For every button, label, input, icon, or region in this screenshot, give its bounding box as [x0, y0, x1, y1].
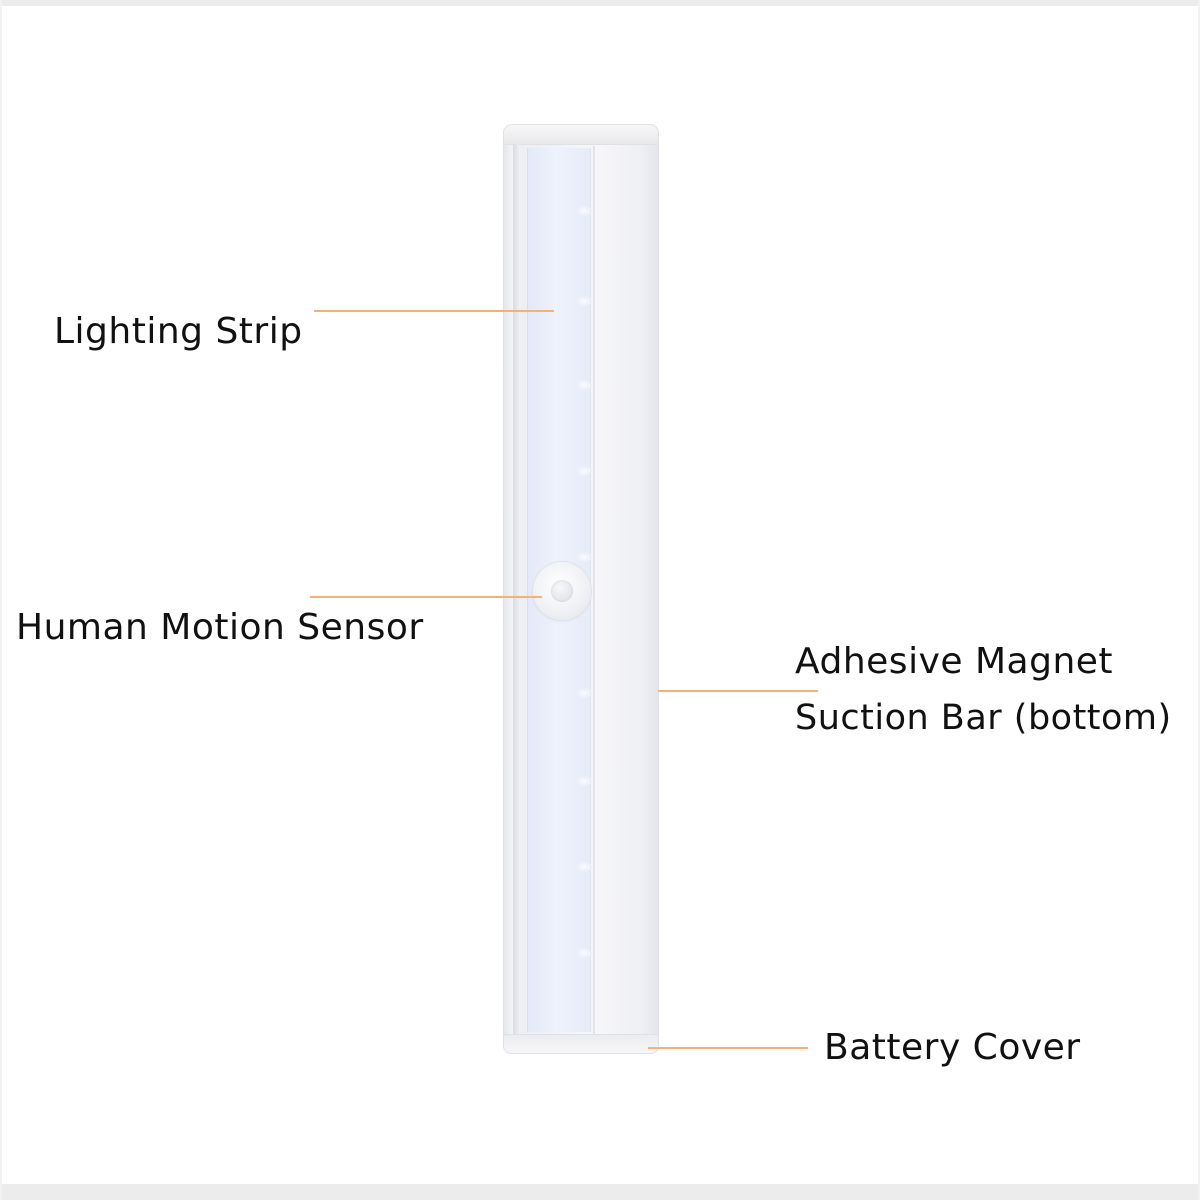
led-dot [576, 296, 592, 306]
lighting-strip-label: Lighting Strip [54, 311, 303, 352]
battery-cover-leader-line [648, 1047, 808, 1049]
led-dot [576, 206, 592, 216]
panel-divider [593, 146, 595, 1036]
led-dot [576, 948, 592, 958]
magnet-bar-label-line1: Adhesive Magnet [795, 641, 1114, 682]
magnet-bar-label-line2: Suction Bar (bottom) [795, 698, 1172, 738]
right-border [1198, 0, 1200, 1200]
led-dot [576, 688, 592, 698]
motion-sensor-leader-line [310, 596, 542, 598]
light-bar-device [503, 124, 659, 1054]
led-dot [576, 466, 592, 476]
battery-cover-cap [503, 1034, 659, 1054]
led-dot [576, 776, 592, 786]
top-border [0, 0, 1200, 6]
motion-sensor-label: Human Motion Sensor [16, 607, 424, 648]
led-dot [576, 380, 592, 390]
battery-cover-label: Battery Cover [824, 1027, 1081, 1068]
housing-groove [513, 144, 519, 1038]
lighting-strip-leader-line [314, 310, 554, 312]
magnet-bar-leader-line [658, 690, 818, 692]
left-border [0, 0, 2, 1200]
led-dot [576, 862, 592, 872]
motion-sensor-dome [533, 562, 591, 620]
led-dot [576, 552, 592, 562]
top-end-cap [503, 124, 659, 146]
bottom-border [0, 1184, 1200, 1200]
motion-sensor-core [551, 580, 573, 602]
